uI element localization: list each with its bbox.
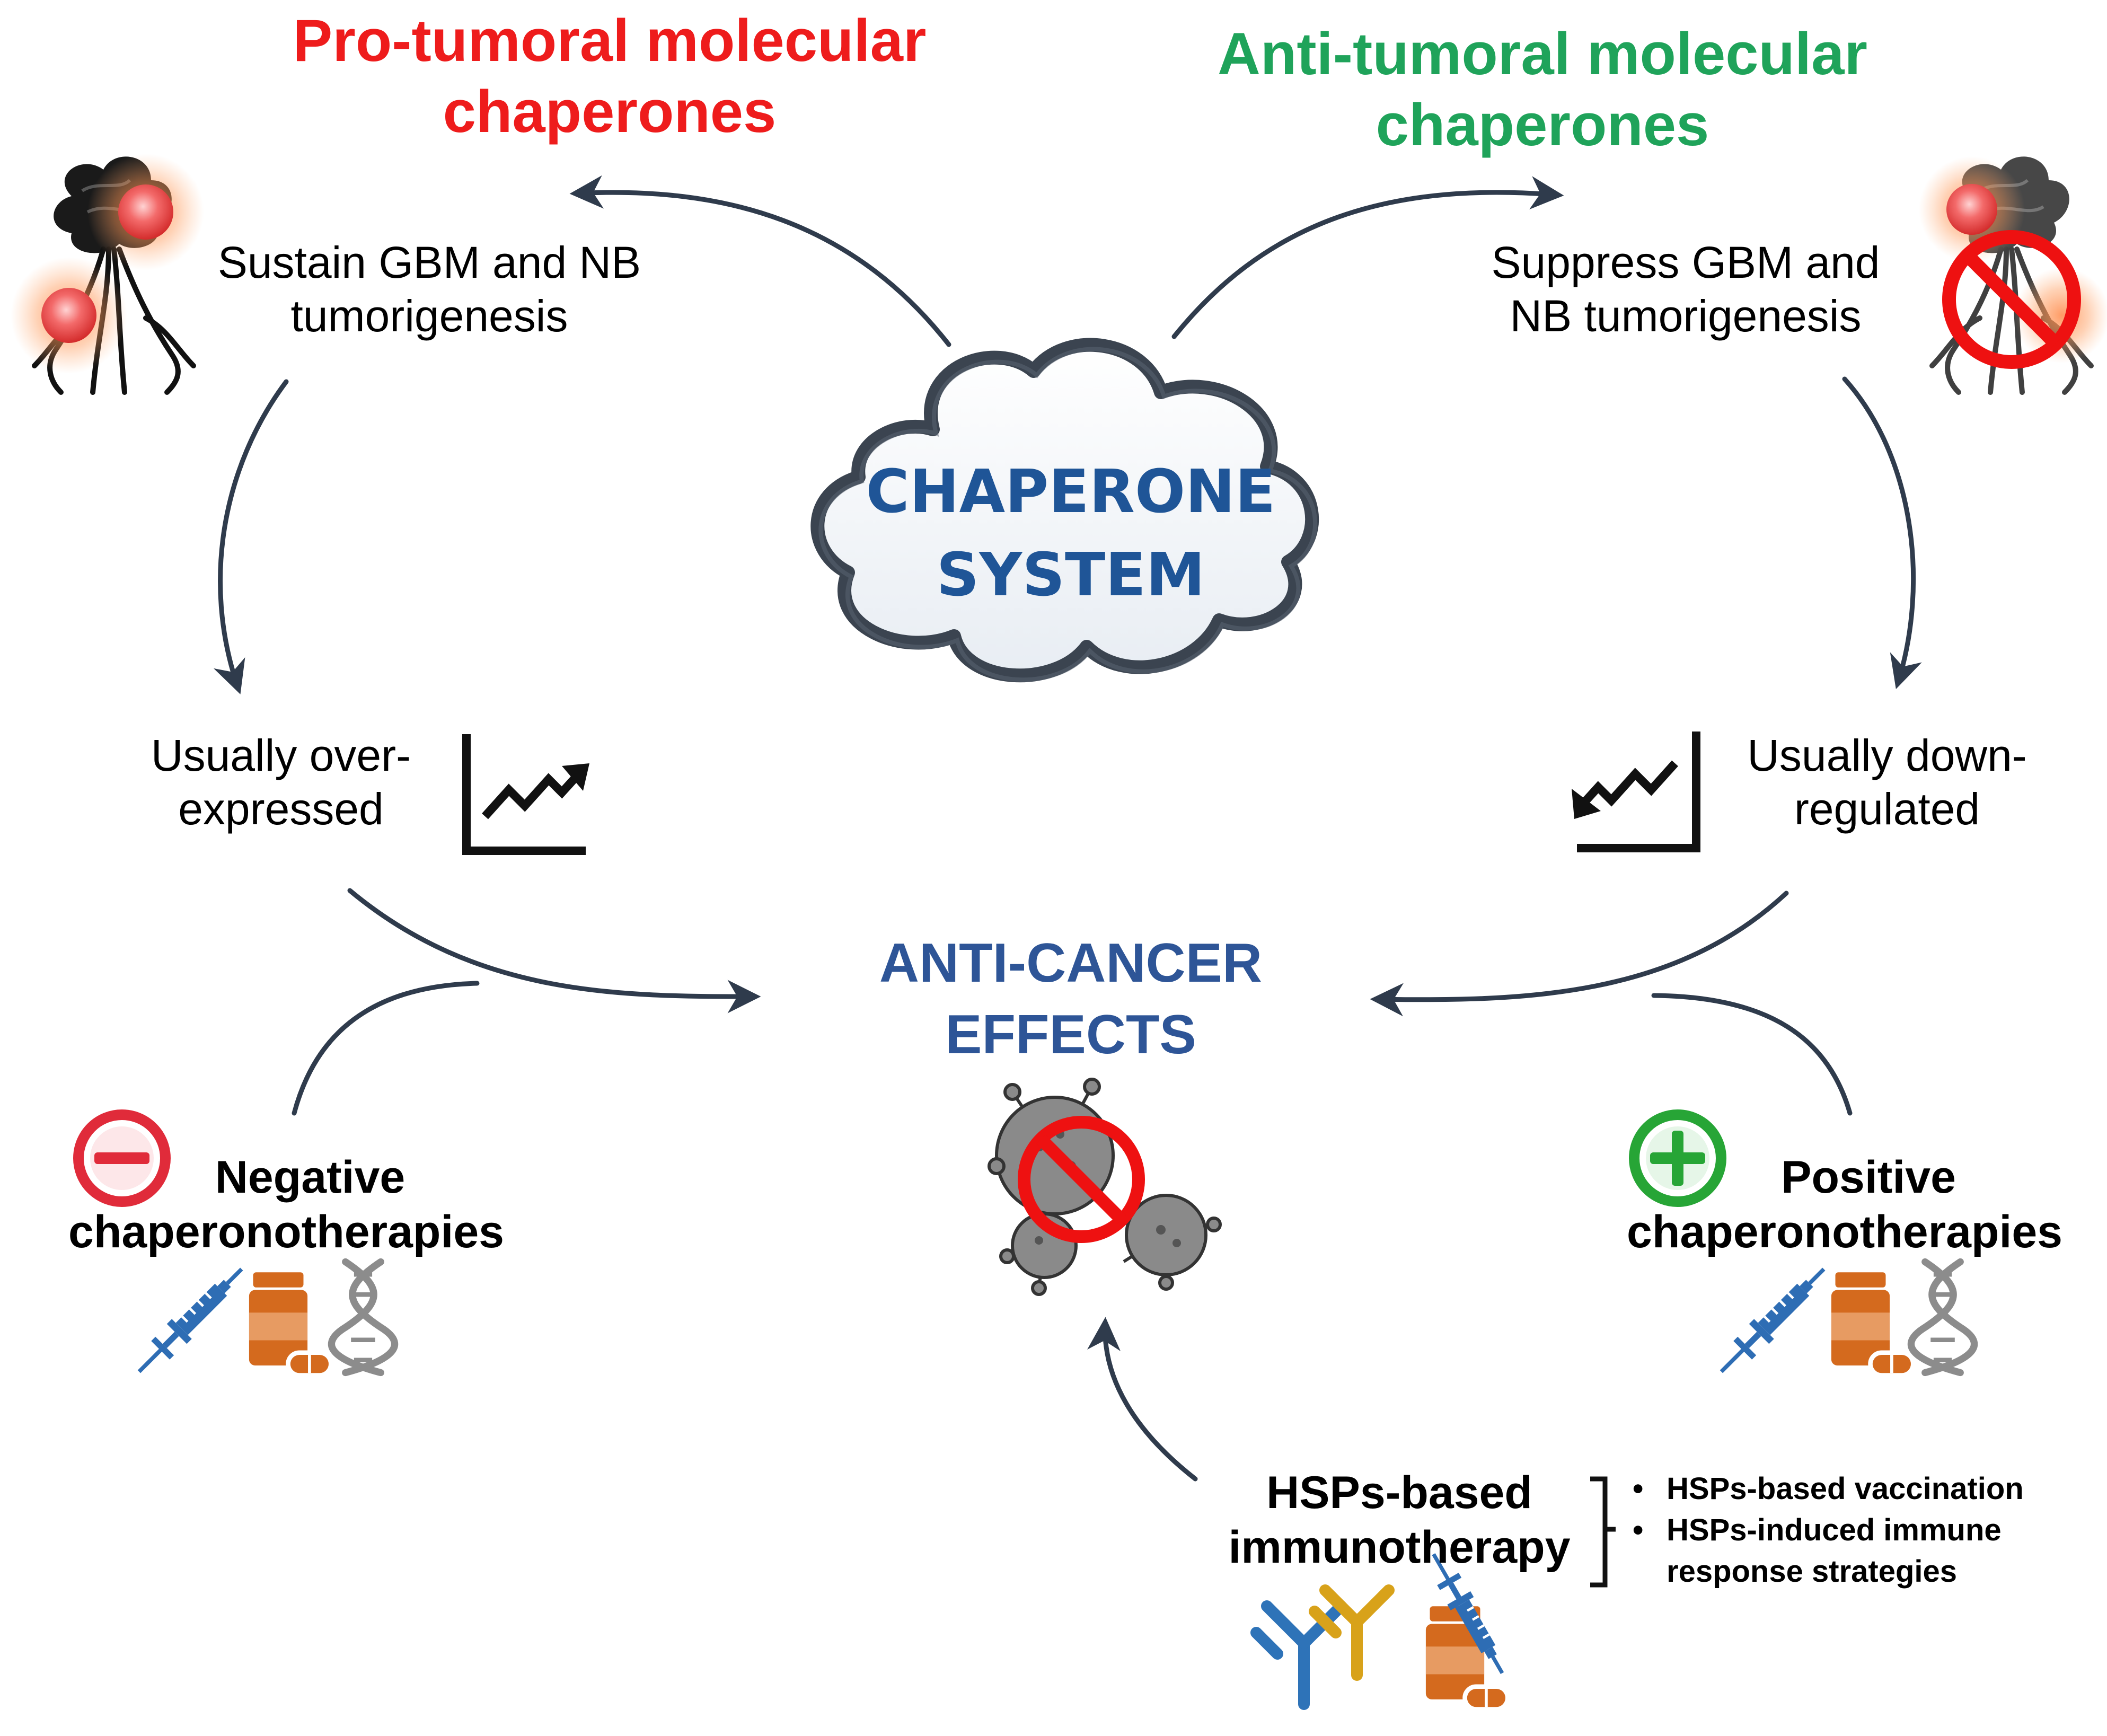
arrow-positive-therapy-merge	[1651, 993, 1853, 1116]
trend-up-chart-icon	[462, 734, 589, 855]
immunotherapy-icons	[1250, 1543, 1539, 1709]
positive-therapy-icons	[1712, 1259, 1974, 1381]
arrows	[213, 175, 1922, 1482]
negative-chaperonotherapies-label: Negative chaperonotherapies	[68, 1152, 504, 1258]
chaperone-system-label: CHAPERONE SYSTEM	[866, 457, 1276, 610]
chaperone-cloud-shape	[810, 338, 1319, 683]
arrow-immunotherapy-to-effects	[1087, 1317, 1198, 1482]
anti-cancer-effects-label: ANTI-CANCER EFFECTS	[879, 932, 1263, 1066]
sustain-tumorigenesis-text: Sustain GBM and NB tumorigenesis	[217, 237, 641, 341]
pill-bottle-icon	[249, 1272, 331, 1375]
immunotherapy-strategies-list: •HSPs-based vaccination •HSPs-induced im…	[1633, 1468, 2024, 1592]
pill-bottle-icon	[1831, 1272, 1913, 1375]
tumor-cell-blocked-icon	[1919, 156, 2107, 392]
plus-circle-icon	[1629, 1109, 1726, 1207]
arrow-negative-therapy-merge	[292, 981, 480, 1116]
arrow-pro-to-overexpressed	[213, 379, 289, 694]
hsps-immunotherapy-label: HSPs-based immunotherapy	[1228, 1467, 1571, 1573]
overexpressed-text: Usually over- expressed	[151, 730, 411, 834]
syringe-icon	[1712, 1259, 1834, 1381]
strategy-item: •HSPs-based vaccination	[1633, 1471, 2024, 1506]
pro-tumoral-title: Pro-tumoral molecular chaperones	[293, 7, 927, 145]
arrow-cloud-to-pro	[569, 175, 951, 347]
downregulated-text: Usually down- regulated	[1747, 730, 2027, 834]
strategies-bracket	[1590, 1476, 1616, 1588]
arrow-cloud-to-anti	[1171, 176, 1564, 339]
trend-down-chart-icon	[1572, 732, 1700, 852]
anti-tumoral-title: Anti-tumoral molecular chaperones	[1218, 21, 1867, 158]
positive-chaperonotherapies-label: Positive chaperonotherapies	[1627, 1152, 2062, 1258]
syringe-icon	[129, 1259, 252, 1381]
suppress-tumorigenesis-text: Suppress GBM and NB tumorigenesis	[1491, 237, 1880, 341]
antibody-icon	[1309, 1584, 1395, 1681]
arrow-anti-to-downregulated	[1842, 376, 1922, 690]
arrow-overexpressed-to-effects	[347, 888, 761, 1014]
virus-blocked-icon	[988, 1078, 1222, 1296]
dna-icon	[1911, 1262, 1974, 1373]
tumor-cell-icon	[11, 154, 204, 392]
negative-therapy-icons	[129, 1259, 395, 1381]
arrow-downregulated-to-effects	[1370, 891, 1789, 1017]
dna-icon	[331, 1262, 394, 1373]
minus-circle-icon	[73, 1109, 171, 1207]
